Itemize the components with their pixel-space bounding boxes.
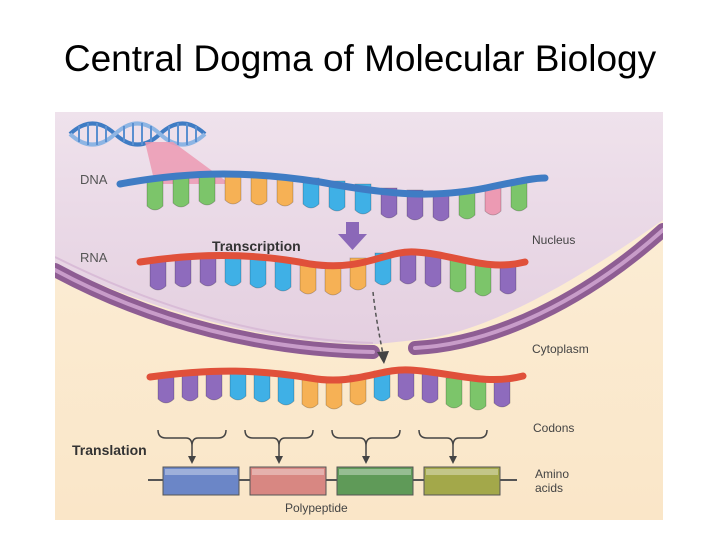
rna-backbone bbox=[136, 248, 529, 270]
codon-base bbox=[157, 372, 175, 404]
amino-acid-block bbox=[423, 466, 501, 496]
amino-acid-highlight bbox=[252, 469, 324, 475]
translation-label: Translation bbox=[72, 442, 147, 458]
dna-base bbox=[250, 174, 268, 206]
codon-base bbox=[445, 377, 463, 409]
codon-base bbox=[229, 369, 247, 401]
amino-acid-highlight bbox=[339, 469, 411, 475]
rna-base bbox=[399, 251, 417, 285]
rna-strand bbox=[136, 248, 529, 297]
codon-base bbox=[493, 376, 511, 408]
nucleus-label: Nucleus bbox=[532, 233, 575, 247]
slide-title: Central Dogma of Molecular Biology bbox=[63, 38, 657, 79]
transcription-label: Transcription bbox=[212, 238, 301, 254]
dna-backbone bbox=[116, 170, 549, 198]
codon-base bbox=[421, 372, 439, 404]
codon-base bbox=[205, 369, 223, 401]
mrna-strand bbox=[146, 366, 527, 411]
transcription-arrow-icon bbox=[338, 222, 367, 250]
amino-acid-highlight bbox=[165, 469, 237, 475]
rna-base bbox=[449, 259, 467, 293]
rna-base bbox=[149, 257, 167, 291]
nuclear-envelope-right-inner bbox=[413, 228, 663, 350]
dna-base bbox=[276, 175, 294, 207]
amino-acids-label-line1: Amino bbox=[535, 467, 569, 481]
rna-base bbox=[274, 258, 292, 292]
rna-base bbox=[424, 254, 442, 288]
dna-base bbox=[458, 188, 476, 220]
nuclear-envelope-left-inner bbox=[55, 268, 375, 354]
amino-acid-block bbox=[162, 466, 240, 496]
dna-base bbox=[224, 173, 242, 205]
dna-strand bbox=[116, 170, 549, 222]
codon-base bbox=[349, 374, 367, 406]
dna-base bbox=[198, 174, 216, 206]
nuclear-envelope-top-edge bbox=[55, 256, 374, 344]
codons-label: Codons bbox=[533, 421, 574, 435]
mrna-export-arrowhead bbox=[377, 351, 389, 364]
rna-base bbox=[474, 263, 492, 297]
codon-base bbox=[253, 371, 271, 403]
polypeptide-label: Polypeptide bbox=[285, 501, 348, 515]
codon-base bbox=[469, 379, 487, 411]
amino-acids-label-line2: acids bbox=[535, 481, 563, 495]
dna-base bbox=[484, 184, 502, 216]
dna-base bbox=[432, 190, 450, 222]
rna-base bbox=[249, 255, 267, 289]
amino-acid-block bbox=[336, 466, 414, 496]
rna-base bbox=[224, 253, 242, 287]
central-dogma-diagram: DNA Transcription Nucleus RNA Cytoplasm … bbox=[55, 112, 663, 520]
codon-base bbox=[301, 377, 319, 409]
dna-base bbox=[172, 176, 190, 208]
codon-arrowhead bbox=[449, 456, 457, 464]
codon-base bbox=[397, 369, 415, 401]
dna-base bbox=[302, 177, 320, 209]
rna-base bbox=[174, 254, 192, 288]
dna-base bbox=[146, 179, 164, 211]
rna-base bbox=[499, 261, 517, 295]
amino-acid-block bbox=[249, 466, 327, 496]
codon-base bbox=[277, 374, 295, 406]
codon-arrowhead bbox=[188, 456, 196, 464]
codon-arrowhead bbox=[275, 456, 283, 464]
amino-acid-highlight bbox=[426, 469, 498, 475]
dna-helix-icon bbox=[68, 121, 207, 147]
rna-base bbox=[299, 261, 317, 295]
rna-label: RNA bbox=[80, 250, 108, 265]
mrna-export-path bbox=[372, 291, 384, 355]
cytoplasm-label: Cytoplasm bbox=[532, 342, 589, 356]
codon-arrowhead bbox=[362, 456, 370, 464]
codon-base bbox=[181, 370, 199, 402]
rna-base bbox=[199, 253, 217, 287]
codon-brackets bbox=[157, 429, 488, 464]
dna-label: DNA bbox=[80, 172, 108, 187]
codon-base bbox=[325, 378, 343, 410]
codon-base bbox=[373, 370, 391, 402]
mrna-backbone bbox=[146, 366, 527, 384]
dna-base bbox=[510, 180, 528, 212]
rna-base bbox=[324, 262, 342, 296]
